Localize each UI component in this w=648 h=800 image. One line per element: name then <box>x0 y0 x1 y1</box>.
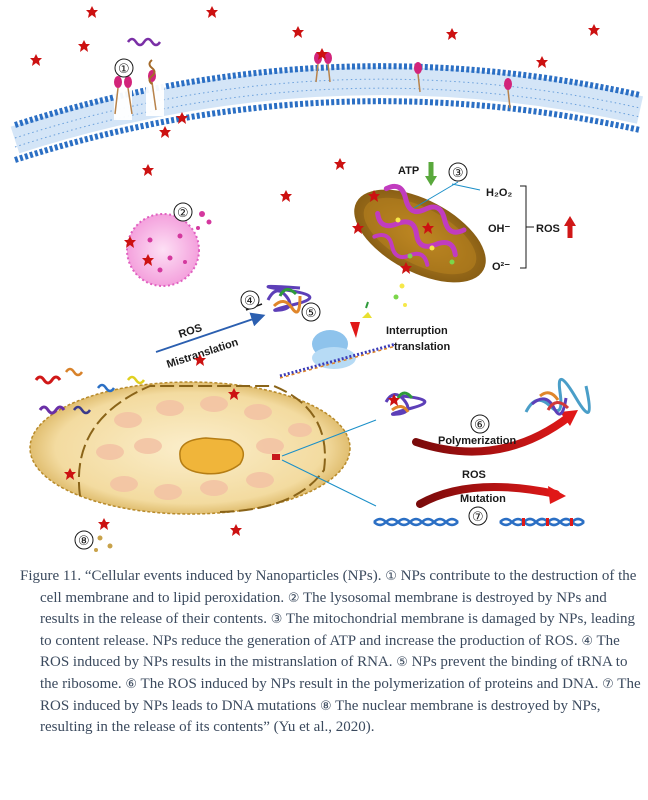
caption-text-8: The nuclear membrane is destroyed by NPs… <box>40 697 601 736</box>
mutation-label: Mutation <box>460 493 506 505</box>
polymerization-label: Polymerization <box>438 435 517 447</box>
polymerization-block: Polymerization ROS Mutation <box>373 378 591 527</box>
caption-text-1: NPs contribute to the destruction of the… <box>40 568 637 606</box>
ribosome-block: Interruption translation <box>279 301 451 379</box>
o2-label: O²⁻ <box>492 261 510 273</box>
atp-label: ATP <box>398 165 419 177</box>
marker-1-ring <box>114 58 134 78</box>
interruption-label: Interruption <box>386 325 448 337</box>
caption-num-8: ⑧ <box>320 698 332 714</box>
caption-num-3: ③ <box>270 612 283 628</box>
marker-2: ② <box>177 206 189 221</box>
marker-6: ⑥ <box>474 418 486 433</box>
figure-caption: Figure 11. “Cellular events induced by N… <box>20 566 648 739</box>
nanoparticles <box>30 6 600 536</box>
caption-text-5: NPs prevent the binding of tRNA to the r… <box>40 654 628 692</box>
marker-5: ⑤ <box>305 306 317 321</box>
caption-text-7: The ROS induced by NPs leads to DNA muta… <box>40 675 641 714</box>
cellular-events-diagram: ATP H₂O₂ OH⁻ O²⁻ ROS ROS Mistranslation … <box>10 6 644 552</box>
cell-body <box>29 381 377 515</box>
mistranslation-block: ROS Mistranslation <box>155 284 312 371</box>
caption-num-7: ⑦ <box>602 676 614 692</box>
oh-label: OH⁻ <box>488 223 511 235</box>
caption-intro: “Cellular events induced by Nanoparticle… <box>81 568 386 584</box>
ros-mid-label: ROS <box>462 469 486 481</box>
marker-4: ④ <box>244 294 256 309</box>
marker-8: ⑧ <box>78 534 90 549</box>
marker-1: ① <box>118 62 130 77</box>
ros-mito-label: ROS <box>536 223 560 235</box>
translation-label: translation <box>394 341 451 353</box>
caption-label: Figure 11. <box>20 568 82 584</box>
cell-membrane <box>10 63 644 163</box>
caption-num-5: ⑤ <box>396 655 408 671</box>
membrane-lesions <box>114 37 512 120</box>
step-markers: ① ② ③ ④ ⑤ ⑥ ⑦ ⑧ <box>74 58 490 550</box>
caption-text-2: The lysosomal membrane is destroyed by N… <box>40 589 607 628</box>
caption-num-1: ① <box>385 569 397 584</box>
dna-strand-left <box>373 517 459 527</box>
lysosome <box>126 211 212 287</box>
caption-num-6: ⑥ <box>125 676 138 692</box>
polymerized-protein-dna <box>524 378 591 416</box>
caption-text-4: The ROS induced by NPs results in the mi… <box>40 632 620 671</box>
released-contents <box>34 367 146 552</box>
caption-text-6: The ROS induced by NPs result in the pol… <box>137 675 603 692</box>
mistranslation-label: Mistranslation <box>165 336 240 371</box>
mitochondria-labels: ATP H₂O₂ OH⁻ O²⁻ ROS <box>398 162 576 273</box>
marker-3: ③ <box>452 166 464 181</box>
marker-7: ⑦ <box>472 510 484 525</box>
caption-text-3: The mitochondrial membrane is damaged by… <box>40 611 635 649</box>
caption-num-2: ② <box>287 590 300 606</box>
mitochondrion <box>354 183 486 307</box>
caption-num-4: ④ <box>581 633 594 649</box>
h2o2-label: H₂O₂ <box>486 187 512 199</box>
